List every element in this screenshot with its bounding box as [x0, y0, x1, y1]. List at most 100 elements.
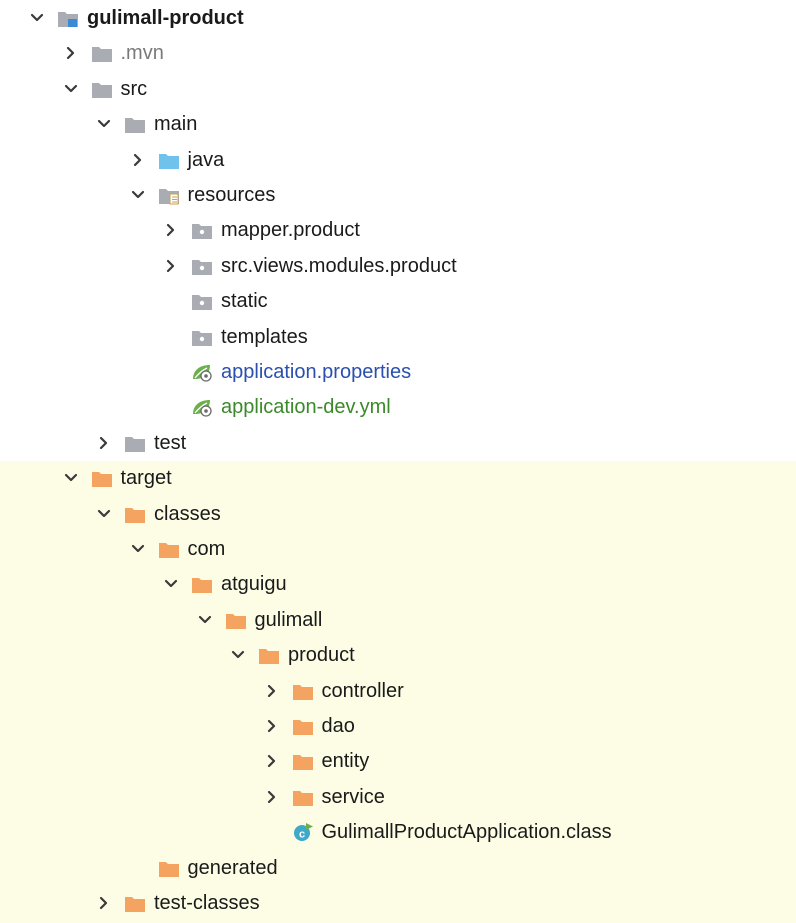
tree-node-label: dao: [321, 715, 355, 737]
chevron-down-icon[interactable]: [130, 187, 146, 203]
tree-node-label: product: [288, 644, 355, 667]
tree-node-label: static: [221, 290, 268, 313]
tree-node-test-classes[interactable]: test-classes: [0, 886, 796, 923]
tree-node-application-properties[interactable]: application.properties: [0, 355, 796, 390]
chevron-down-icon[interactable]: [163, 576, 179, 592]
tree-node-label: controller: [321, 679, 404, 702]
source-root-folder-icon: [158, 150, 180, 170]
tree-node-templates[interactable]: templates: [0, 320, 796, 355]
tree-node-com[interactable]: com: [0, 532, 796, 569]
excluded-folder-icon: [292, 681, 314, 701]
tree-node-label: src: [120, 77, 148, 100]
excluded-folder-icon: [158, 539, 180, 559]
tree-node-label: classes: [154, 502, 221, 525]
folder-gray-icon: [91, 79, 113, 99]
chevron-right-icon[interactable]: [96, 895, 112, 911]
chevron-right-icon[interactable]: [264, 753, 280, 769]
tree-node-entity[interactable]: entity: [0, 744, 796, 782]
tree-node-label: test-classes: [154, 892, 260, 914]
folder-gray-icon: [124, 114, 146, 134]
tree-node-controller[interactable]: controller: [0, 673, 796, 711]
excluded-folder-icon: [292, 716, 314, 736]
chevron-down-icon[interactable]: [63, 470, 79, 486]
chevron-right-icon[interactable]: [264, 683, 280, 699]
excluded-folder-icon: [292, 751, 314, 771]
tree-node-label: src.views.modules.product: [221, 254, 457, 277]
chevron-down-icon[interactable]: [230, 647, 246, 663]
tree-node-label: application-dev.yml: [221, 396, 391, 419]
chevron-right-icon[interactable]: [96, 435, 112, 451]
tree-node-label: main: [154, 113, 198, 136]
excluded-folder-icon: [191, 574, 213, 594]
tree-node-dao[interactable]: dao: [0, 709, 796, 746]
excluded-folder-icon: [258, 645, 280, 665]
spring-config-icon: [191, 362, 213, 382]
excluded-folder-icon: [124, 504, 146, 524]
chevron-down-icon[interactable]: [29, 10, 45, 26]
tree-node-label: com: [187, 538, 226, 560]
folder-gray-icon: [91, 43, 113, 63]
package-folder-icon: [191, 327, 213, 347]
tree-node-application-dev-yml[interactable]: application-dev.yml: [0, 390, 796, 425]
tree-node-label: generated: [187, 856, 278, 879]
excluded-folder-icon: [91, 468, 113, 488]
tree-node-classes[interactable]: classes: [0, 496, 796, 534]
tree-node-label: entity: [321, 750, 370, 773]
tree-node-gulimall[interactable]: gulimall: [0, 602, 796, 640]
chevron-down-icon[interactable]: [96, 116, 112, 132]
tree-node-label: test: [154, 431, 187, 454]
chevron-down-icon[interactable]: [130, 541, 146, 557]
excluded-folder-icon: [292, 787, 314, 807]
svg-text:c: c: [298, 829, 304, 841]
folder-gray-icon: [124, 433, 146, 453]
excluded-folder-icon: [158, 858, 180, 878]
tree-node-src[interactable]: src: [0, 72, 796, 107]
tree-node-product[interactable]: product: [0, 638, 796, 676]
tree-node-test[interactable]: test: [0, 426, 796, 461]
module-folder-icon: [57, 8, 79, 28]
tree-node-label: service: [321, 785, 385, 808]
chevron-right-icon[interactable]: [264, 718, 280, 734]
tree-node-static[interactable]: static: [0, 284, 796, 319]
tree-node-label: gulimall-product: [87, 7, 244, 29]
resources-root-folder-icon: [158, 185, 180, 205]
chevron-right-icon[interactable]: [130, 152, 146, 168]
tree-node-label: java: [187, 148, 225, 171]
tree-node-java[interactable]: java: [0, 143, 796, 178]
chevron-down-icon[interactable]: [63, 81, 79, 97]
tree-node-service[interactable]: service: [0, 779, 796, 817]
tree-node-label: atguigu: [221, 573, 287, 596]
chevron-right-icon[interactable]: [264, 789, 280, 805]
tree-node-label: mapper.product: [221, 219, 360, 242]
chevron-down-icon[interactable]: [197, 612, 213, 628]
package-folder-icon: [191, 220, 213, 240]
tree-node-label: target: [120, 467, 172, 490]
chevron-right-icon[interactable]: [63, 45, 79, 61]
package-folder-icon: [191, 256, 213, 276]
package-folder-icon: [191, 291, 213, 311]
spring-config-icon: [191, 397, 213, 418]
chevron-right-icon[interactable]: [163, 258, 179, 274]
tree-node-label: application.properties: [221, 361, 412, 383]
tree-node-label: resources: [187, 184, 276, 206]
tree-node-mapper-product[interactable]: mapper.product: [0, 213, 796, 248]
tree-node-atguigu[interactable]: atguigu: [0, 567, 796, 605]
excluded-folder-icon: [225, 610, 247, 630]
chevron-right-icon[interactable]: [163, 222, 179, 238]
tree-node-gulimall-product-application-class[interactable]: c GulimallProductApplication.class: [0, 815, 796, 853]
tree-node-generated[interactable]: generated: [0, 850, 796, 888]
tree-node-main[interactable]: main: [0, 107, 796, 142]
tree-node-resources[interactable]: resources: [0, 178, 796, 213]
tree-node-src-views-modules-product[interactable]: src.views.modules.product: [0, 249, 796, 284]
class-file-icon: c: [292, 822, 314, 842]
tree-node-label: .mvn: [120, 42, 164, 65]
tree-node-mvn[interactable]: .mvn: [0, 36, 796, 71]
excluded-folder-icon: [124, 893, 146, 913]
tree-node-label: gulimall: [254, 608, 323, 631]
chevron-down-icon[interactable]: [96, 506, 112, 522]
tree-node-label: templates: [221, 325, 308, 348]
tree-node-target[interactable]: target: [0, 461, 796, 499]
tree-node-gulimall-product[interactable]: gulimall-product: [0, 1, 796, 36]
tree-node-label: GulimallProductApplication.class: [321, 821, 612, 844]
